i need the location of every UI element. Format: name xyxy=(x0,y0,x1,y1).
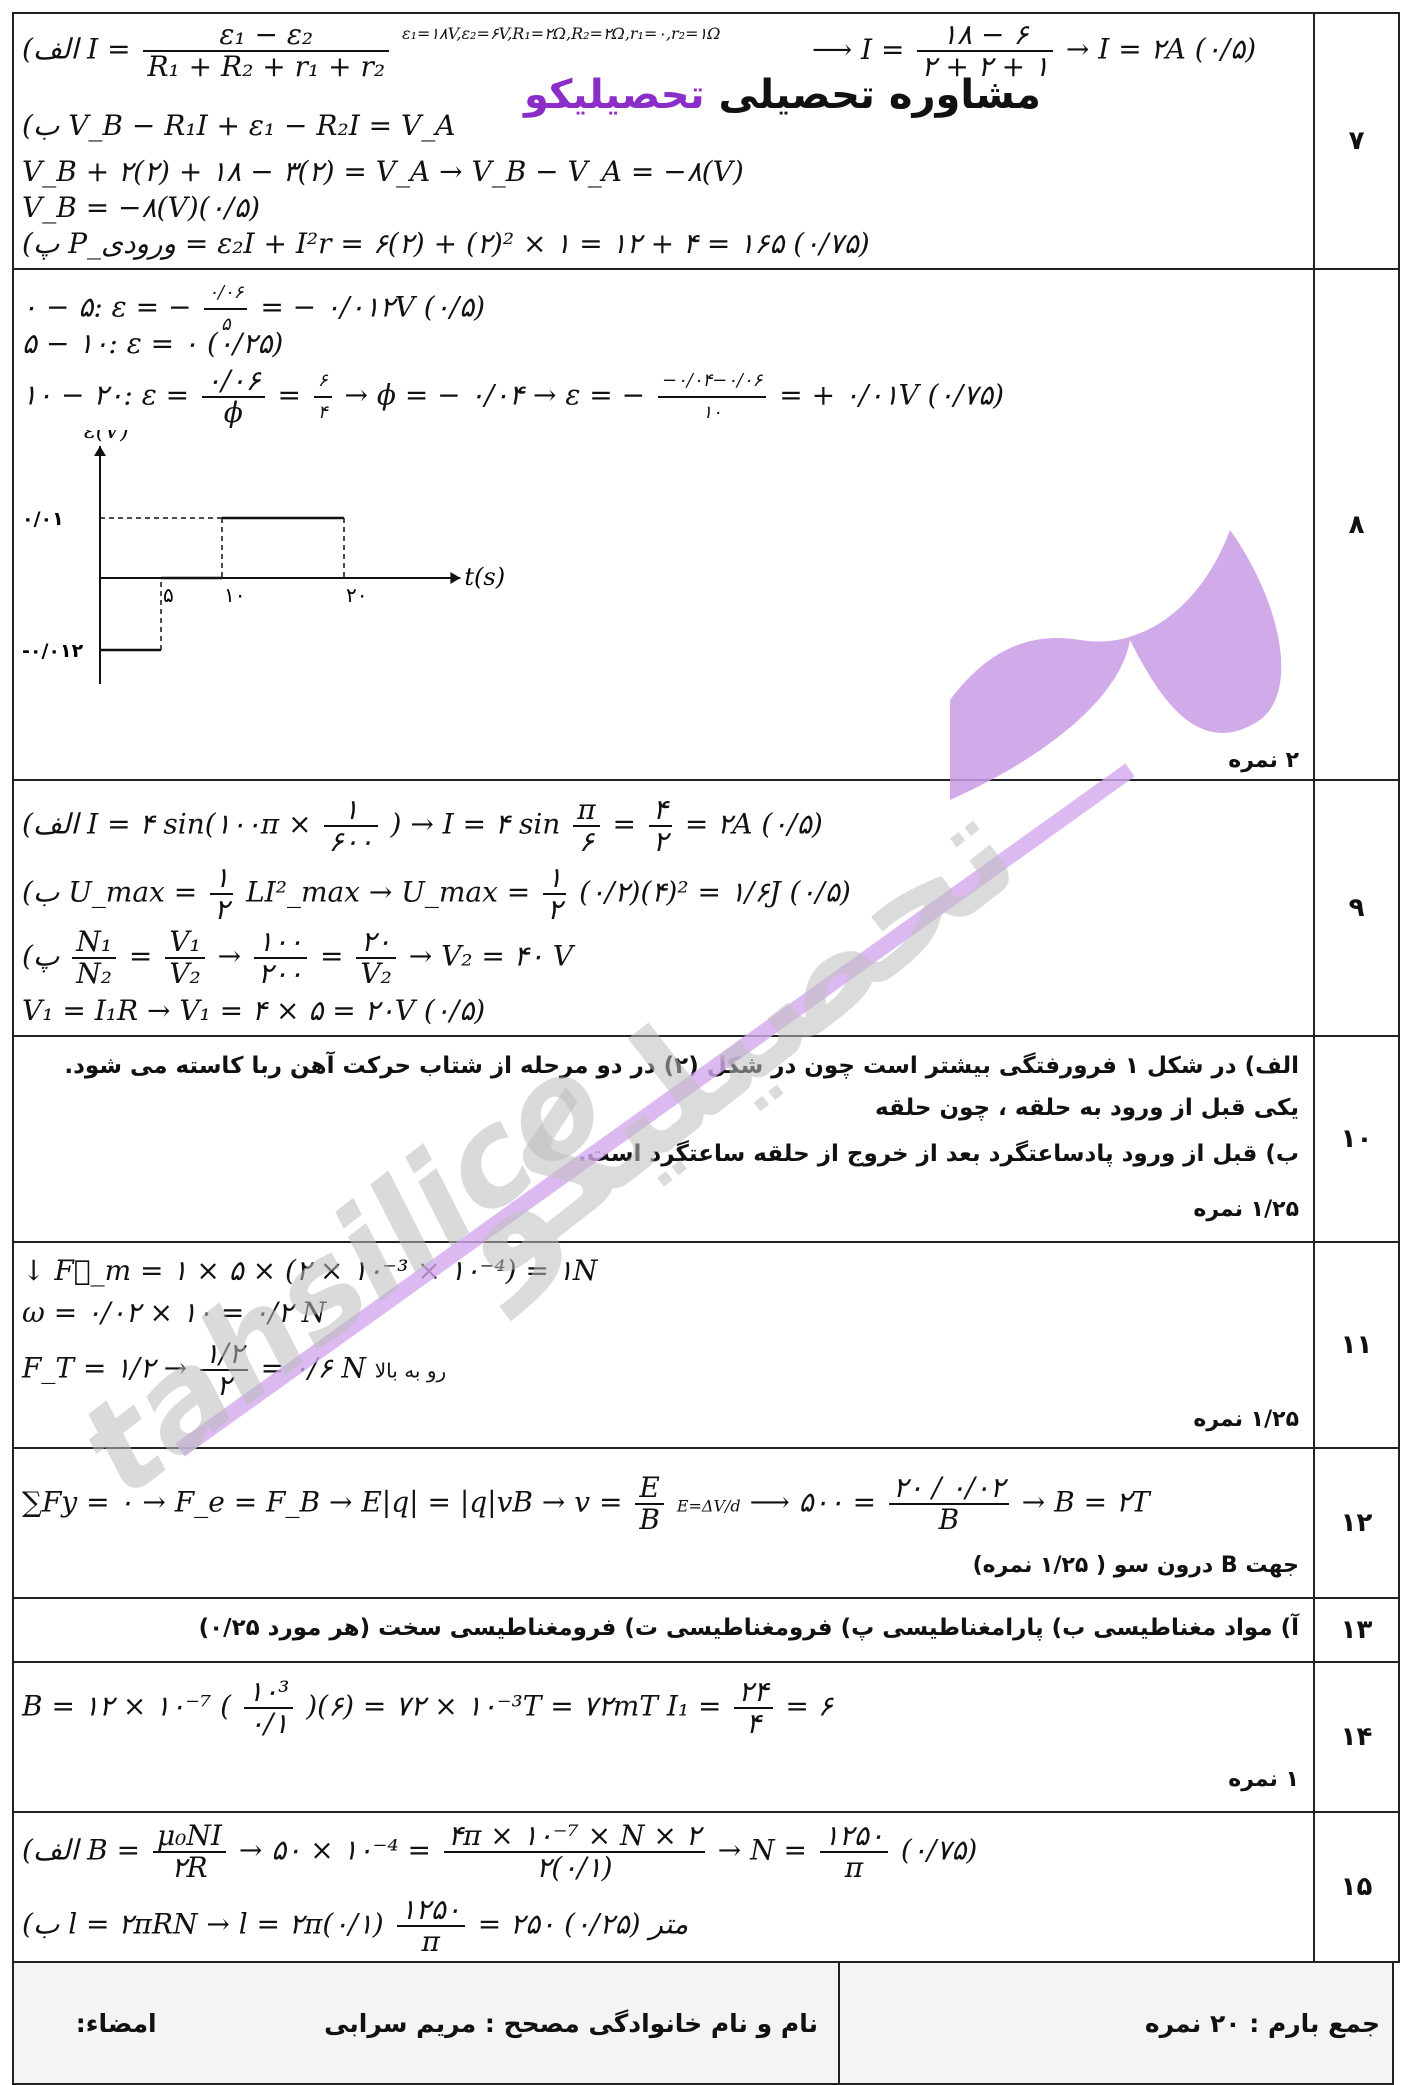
y-tick-label: ۰/۰۱ xyxy=(22,508,64,530)
q12-number: ۱۲ xyxy=(1313,1447,1400,1599)
q7-line4: V_B = −۸(V)(۰/۵) xyxy=(22,191,260,224)
q11-mark: ۱/۲۵ نمره xyxy=(1193,1407,1299,1432)
footer-table: نام و نام خانوادگی مصحح : مریم سرابی امض… xyxy=(12,1961,1394,2085)
row-q10: الف) در شکل ۱ فرورفتگی بیشتر است چون در … xyxy=(12,1035,1400,1243)
q11-number: ۱۱ xyxy=(1313,1241,1400,1449)
row-q13: آ) مواد مغناطیسی ب) پارامغناطیسی پ) فروم… xyxy=(12,1597,1400,1663)
q9-number: ۹ xyxy=(1313,779,1400,1037)
q13-number: ۱۳ xyxy=(1313,1597,1400,1663)
q10-mark: ۱/۲۵ نمره xyxy=(1193,1197,1299,1222)
x-tick-label: ۵ xyxy=(163,583,174,607)
q10-part-b: ب) قبل از ورود پادساعتگرد بعد از خروج از… xyxy=(577,1141,1299,1167)
q15-number: ۱۵ xyxy=(1313,1811,1400,1963)
q7-number: ۷ xyxy=(1313,12,1400,270)
y-tick-label: -۰/۰۱۲ xyxy=(22,640,84,662)
total-score: جمع بارم : ۲۰ نمره xyxy=(1144,2008,1380,2038)
q8-mark: ۲ نمره xyxy=(1228,748,1299,773)
y-axis-arrow xyxy=(94,446,106,456)
q10-number: ۱۰ xyxy=(1313,1035,1400,1243)
x-tick-label: ۱۰ xyxy=(224,583,245,607)
q10-part-a: الف) در شکل ۱ فرورفتگی بیشتر است چون در … xyxy=(64,1053,1299,1121)
row-q11: ↓ F⃗_m = ۱ × ۵ × (۲ × ۱۰⁻³ × ۱۰⁻⁴) = ۱N … xyxy=(12,1241,1400,1449)
q9-line4: V₁ = I₁R → V₁ = ۴ × ۵ = ۲۰V (۰/۵) xyxy=(22,994,486,1027)
row-q12: ∑Fy = ۰ → F_e = F_B → E|q| = |q|vB → v =… xyxy=(12,1447,1400,1599)
brand-part1: مشاوره تحصیلی xyxy=(718,72,1041,118)
x-axis-label: t(s) xyxy=(464,563,505,591)
emf-time-chart: t(s) ε(V) ۵ ۱۰ ۲۰ ۰/۰۱ -۰/۰۱۲ xyxy=(22,430,505,684)
q11-line1: ↓ F⃗_m = ۱ × ۵ × (۲ × ۱۰⁻³ × ۱۰⁻⁴) = ۱N xyxy=(22,1254,598,1287)
q8-number: ۸ xyxy=(1313,268,1400,781)
x-tick-label: ۲۰ xyxy=(346,583,367,607)
x-axis-arrow xyxy=(450,572,461,584)
total-cell: جمع بارم : ۲۰ نمره xyxy=(838,1961,1394,2085)
q13-answers: آ) مواد مغناطیسی ب) پارامغناطیسی پ) فروم… xyxy=(198,1615,1299,1641)
q7-line3: V_B + ۲(۲) + ۱۸ − ۳(۲) = V_A → V_B − V_A… xyxy=(22,155,744,188)
q12-line1: ∑Fy = ۰ → F_e = F_B → E|q| = |q|vB → v =… xyxy=(22,1471,1150,1536)
q7-line2: (ب V_B − R₁I + ε₁ − R₂I = V_A xyxy=(22,109,456,142)
grader-name: نام و نام خانوادگی مصحح : مریم سرابی xyxy=(324,2008,818,2038)
q12-direction: جهت B درون سو ( ۱/۲۵ نمره) xyxy=(972,1553,1299,1578)
grader-cell: نام و نام خانوادگی مصحح : مریم سرابی امض… xyxy=(12,1961,840,2085)
brand-part2: تحصیلیکو xyxy=(524,72,705,118)
q14-number: ۱۴ xyxy=(1313,1661,1400,1813)
q7-line5: (پ P_ورودی = ε₂I + I²r = ۶(۲) + (۲)² × ۱… xyxy=(22,227,870,260)
brand-logo-text: مشاوره تحصیلی تحصیلیکو xyxy=(524,72,1041,118)
signature-label: امضاء: xyxy=(75,2008,157,2038)
y-axis-label: ε(V) xyxy=(84,430,129,444)
q11-line2: ω = ۰/۰۲ × ۱۰ = ۰/۲ N xyxy=(22,1296,327,1329)
q8-line2: ۵ − ۱۰: ε = ۰ (۰/۲۵) xyxy=(22,327,284,360)
q14-mark: ۱ نمره xyxy=(1228,1767,1299,1792)
